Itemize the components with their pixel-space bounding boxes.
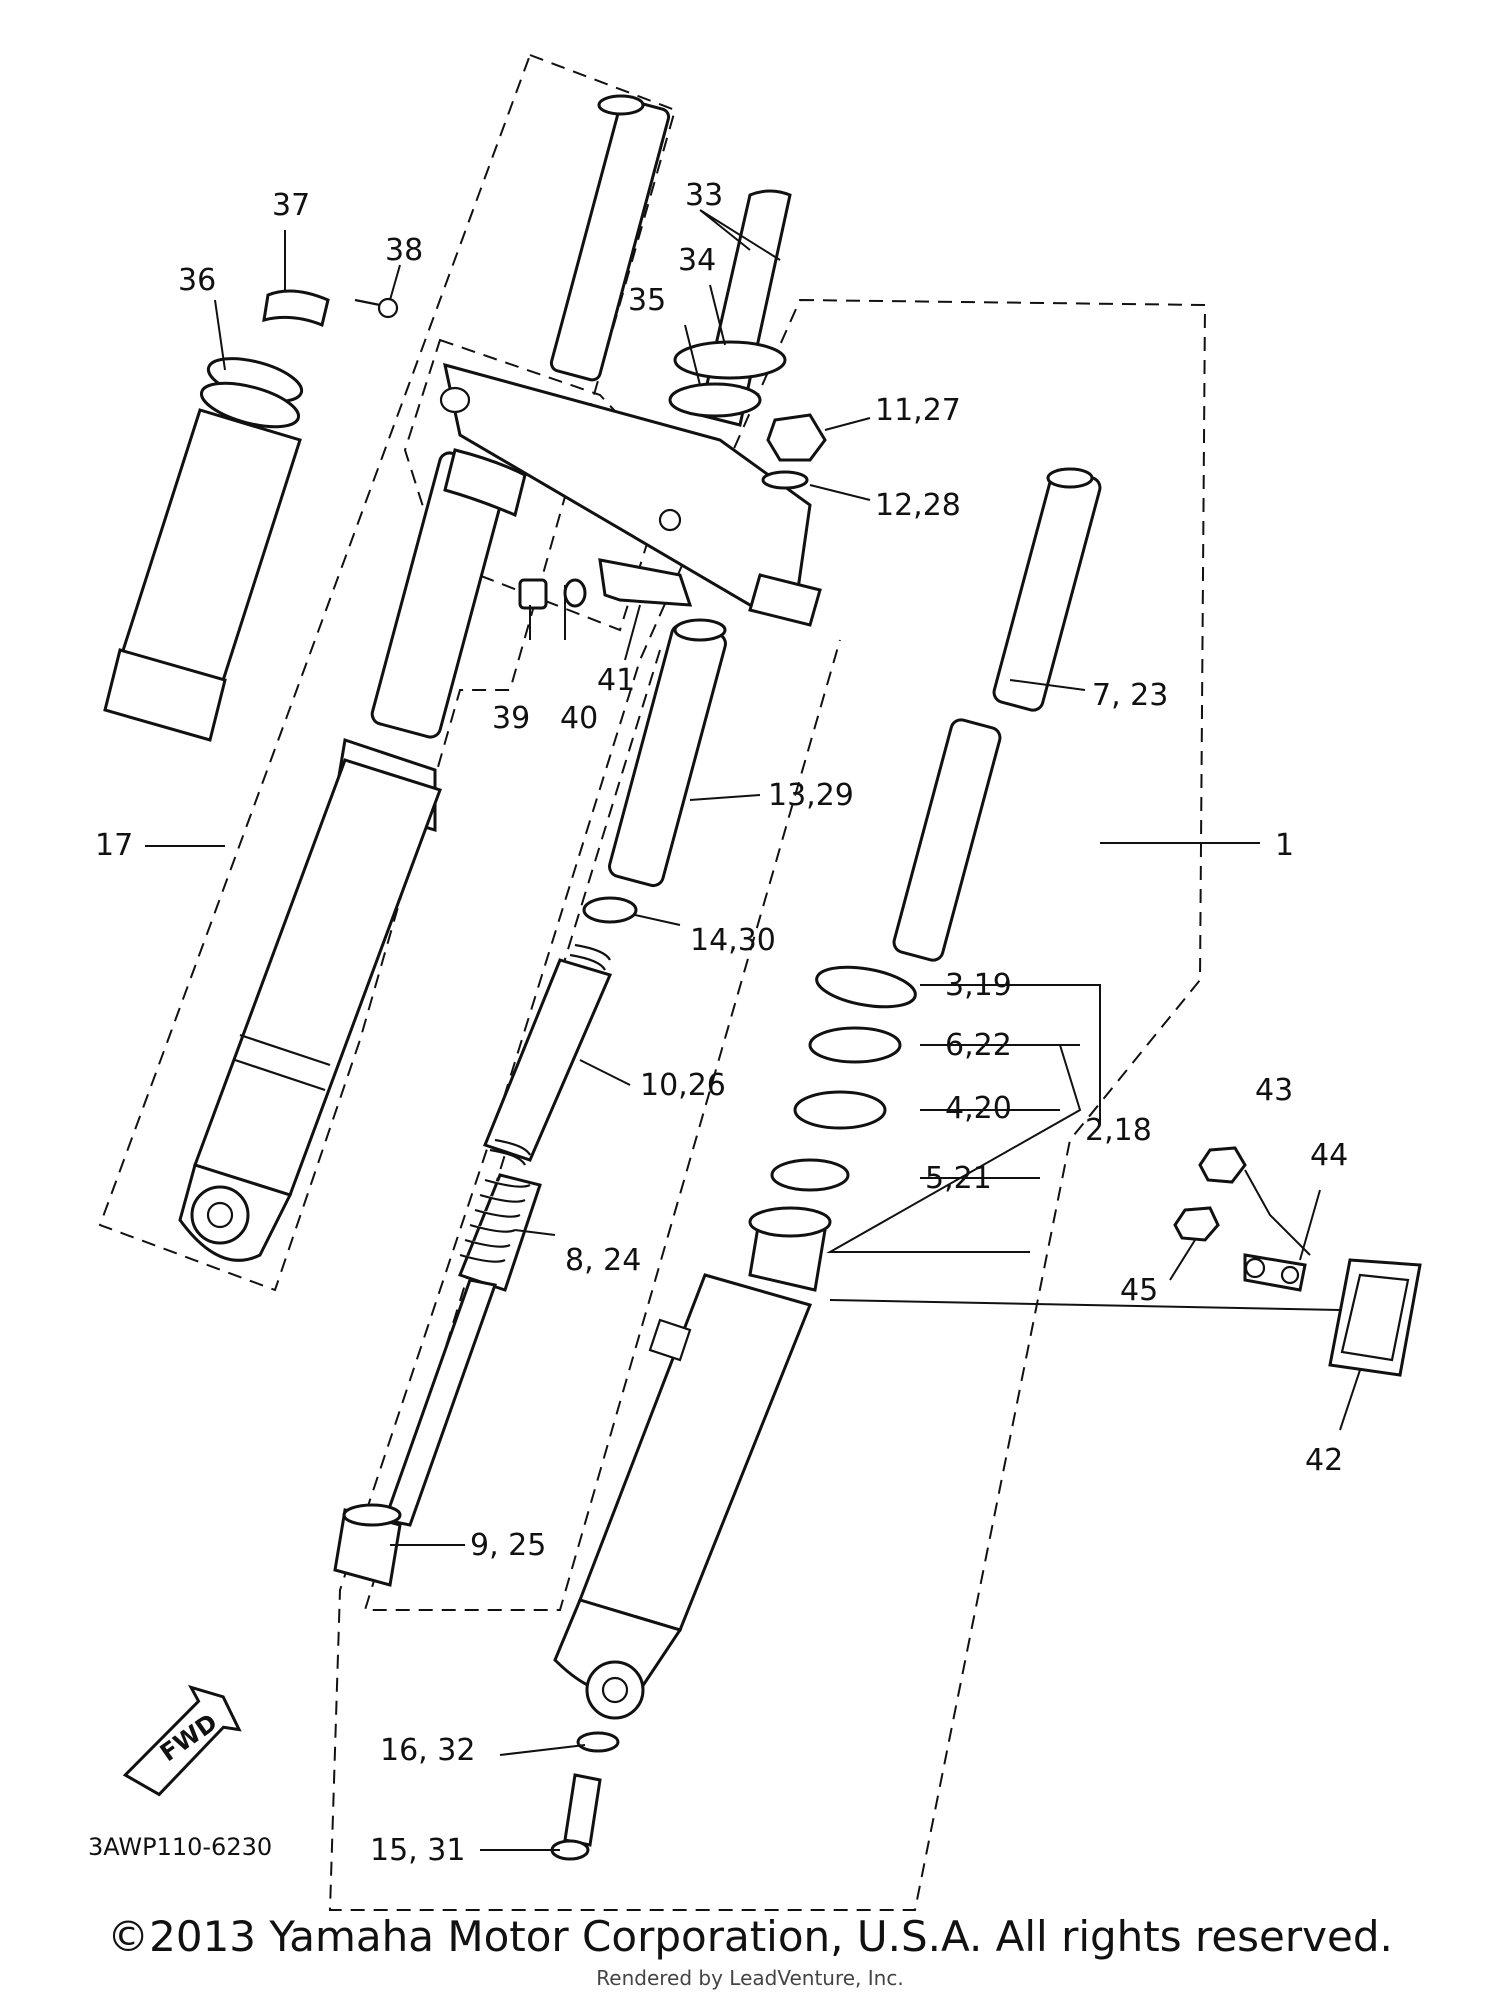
callout-8-24: 8, 24 xyxy=(565,1243,641,1278)
bolt-45 xyxy=(1173,1206,1220,1242)
spacer-13-29 xyxy=(608,618,727,888)
callout-12-28: 12,28 xyxy=(875,488,961,523)
callout-39: 39 xyxy=(492,701,530,736)
inner-tube-7-23 xyxy=(892,467,1102,962)
callout-4-20: 4,20 xyxy=(945,1091,1012,1126)
drawing-code: 3AWP110-6230 xyxy=(88,1833,272,1861)
cap-bolt-11-27 xyxy=(766,413,827,462)
washer-14-30 xyxy=(582,896,638,924)
outer-tube-assembly xyxy=(553,1206,832,1720)
callout-1: 1 xyxy=(1275,828,1294,863)
steering-group-boundary xyxy=(403,338,672,632)
drain-bolt-15-31 xyxy=(550,1773,602,1861)
callout-13-29: 13,29 xyxy=(768,778,854,813)
callout-9-25: 9, 25 xyxy=(470,1528,546,1563)
circlip-3-19 xyxy=(815,965,917,1009)
callout-45: 45 xyxy=(1120,1273,1158,1308)
callout-7-23: 7, 23 xyxy=(1092,678,1168,713)
copyright-notice: ©2013 Yamaha Motor Corporation, U.S.A. A… xyxy=(107,1912,1393,1961)
oil-seal-4-20 xyxy=(793,1090,887,1130)
o-ring-12-28 xyxy=(761,470,809,490)
callout-2-18: 2,18 xyxy=(1085,1113,1152,1148)
callout-6-22: 6,22 xyxy=(945,1028,1012,1063)
callout-36: 36 xyxy=(178,263,216,298)
screw-38 xyxy=(354,297,399,319)
callout-41: 41 xyxy=(597,663,635,698)
nut-43 xyxy=(1198,1146,1247,1184)
callout-16-32: 16, 32 xyxy=(380,1733,475,1768)
under-bracket-assembly xyxy=(439,189,822,627)
dust-seal-6-22 xyxy=(808,1026,902,1064)
callout-40: 40 xyxy=(560,701,598,736)
callout-34: 34 xyxy=(678,243,716,278)
fork-spring-10-26 xyxy=(483,943,613,1166)
washer-40 xyxy=(563,578,587,608)
callout-38: 38 xyxy=(385,233,423,268)
bolt-39 xyxy=(518,578,548,610)
left-fork-assembly xyxy=(178,94,671,1262)
callout-33: 33 xyxy=(685,178,723,213)
callout-17: 17 xyxy=(95,828,133,863)
rendered-by-credit: Rendered by LeadVenture, Inc. xyxy=(596,1966,904,1990)
clamp-band-37 xyxy=(262,289,330,328)
reflector-42 xyxy=(1328,1258,1422,1377)
fork-boot-36 xyxy=(103,357,304,742)
damper-rod-8-24 xyxy=(383,1173,542,1527)
oil-lock-piece-9-25 xyxy=(333,1503,402,1587)
inner-damper-boundary xyxy=(363,639,841,1611)
reflector-bracket-44 xyxy=(1243,1253,1307,1292)
right-fork-group-boundary xyxy=(328,298,1207,1911)
callout-11-27: 11,27 xyxy=(875,393,961,428)
callout-10-26: 10,26 xyxy=(640,1068,726,1103)
callout-14-30: 14,30 xyxy=(690,923,776,958)
callout-35: 35 xyxy=(628,283,666,318)
forward-direction-arrow: FWD xyxy=(122,1684,242,1797)
collar-5-21 xyxy=(770,1158,850,1192)
callout-37: 37 xyxy=(272,188,310,223)
gasket-16-32 xyxy=(576,1731,620,1753)
callout-5-21: 5,21 xyxy=(925,1161,992,1196)
callout-43: 43 xyxy=(1255,1073,1293,1108)
bracket-41 xyxy=(598,558,693,607)
callout-3-19: 3,19 xyxy=(945,968,1012,1003)
callout-44: 44 xyxy=(1310,1138,1348,1173)
callout-15-31: 15, 31 xyxy=(370,1833,465,1868)
leader-lines xyxy=(145,209,1361,1851)
callout-42: 42 xyxy=(1305,1443,1343,1478)
